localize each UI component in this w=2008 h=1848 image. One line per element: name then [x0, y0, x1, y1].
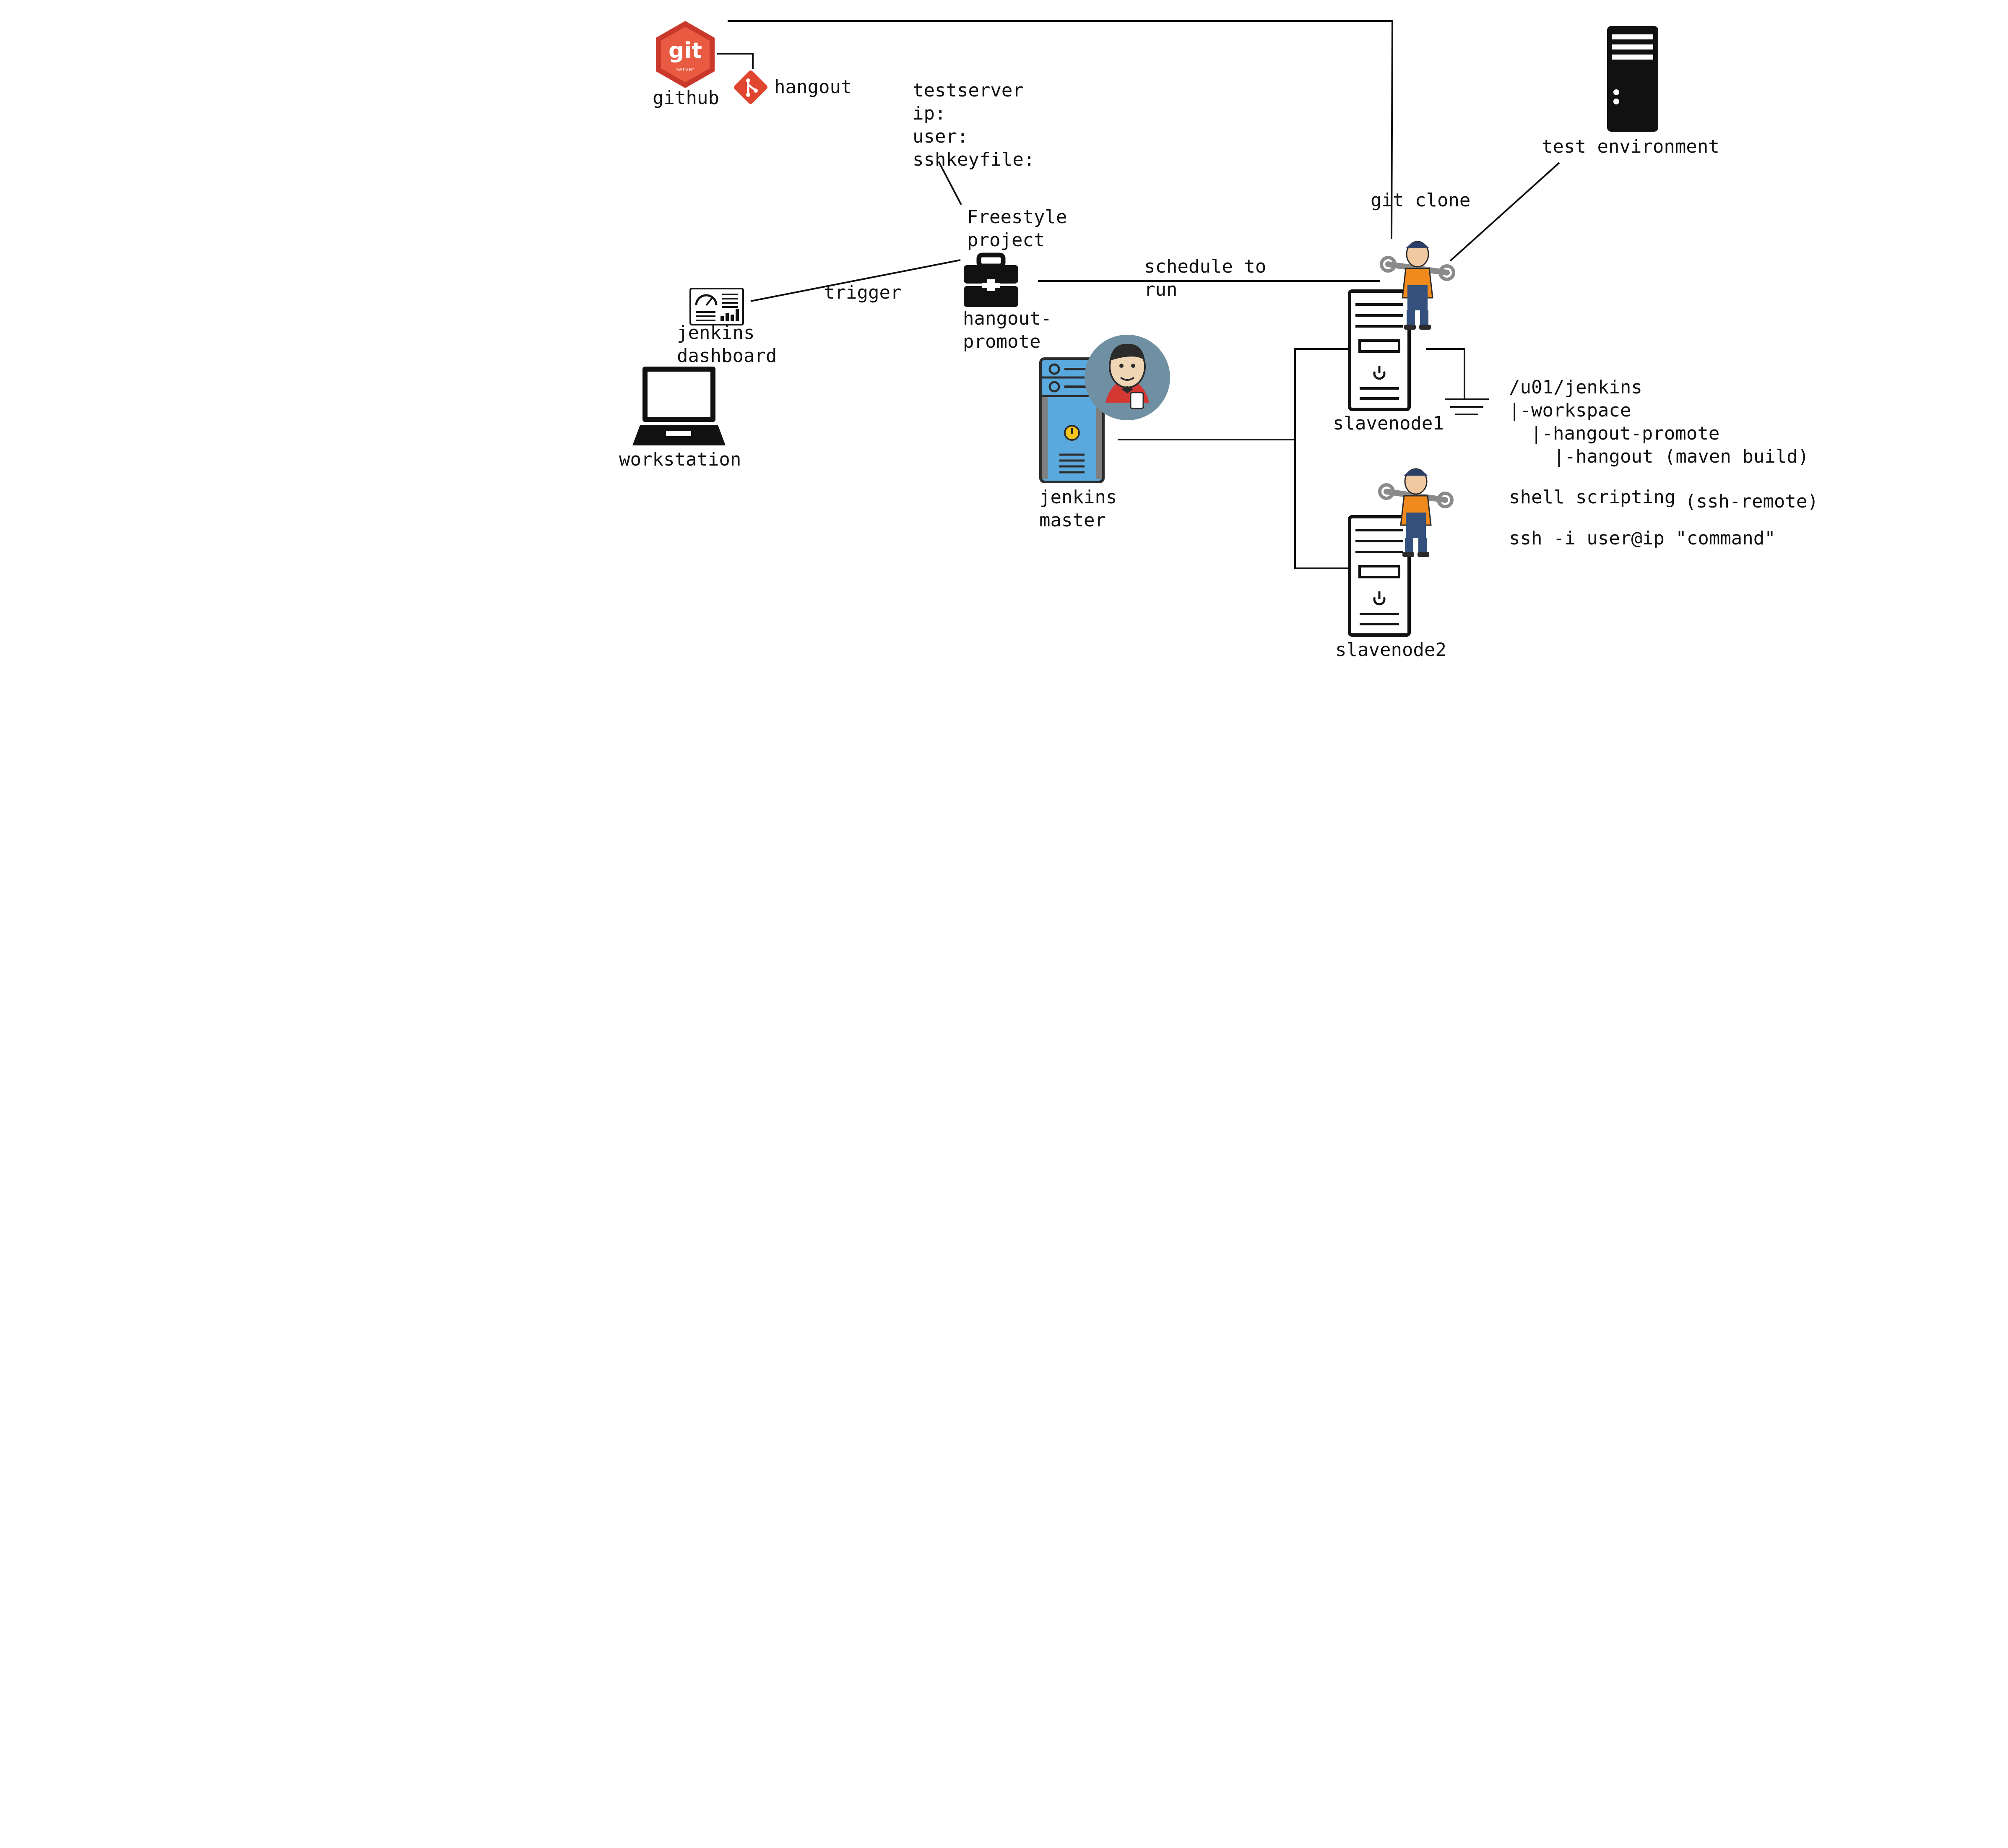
slave1-to-test-environment-line — [1449, 162, 1560, 262]
workstation-label: workstation — [619, 449, 741, 470]
svg-text:server: server — [676, 66, 695, 73]
test-environment-label: test environment — [1542, 136, 1719, 157]
jenkins-butler-icon — [1085, 335, 1170, 420]
testserver-to-freestyle-line — [938, 161, 962, 205]
trigger-label: trigger — [824, 282, 902, 303]
testserver-title: testserver — [913, 80, 1024, 101]
git-branch-icon — [734, 70, 767, 104]
freestyle-label-line2: project — [967, 229, 1045, 251]
dashboard-to-job-trigger-line — [750, 259, 961, 302]
ssh-remote-label: (ssh-remote) — [1685, 491, 1818, 512]
slavenode2-label: slavenode2 — [1335, 639, 1446, 661]
master-label-line1: jenkins — [1039, 487, 1117, 508]
slave1-to-ground-line — [1426, 348, 1465, 398]
slavenode1-label: slavenode1 — [1333, 413, 1444, 434]
master-label-line2: master — [1039, 510, 1106, 531]
test-server-icon — [1607, 26, 1658, 132]
dashboard-icon — [689, 288, 744, 325]
path-workspace: |-workspace — [1509, 400, 1631, 421]
dashboard-label-line2: dashboard — [677, 345, 777, 367]
path-root: /u01/jenkins — [1509, 377, 1642, 398]
dashboard-label-line1: jenkins — [677, 322, 755, 344]
freestyle-label-line1: Freestyle — [967, 206, 1067, 228]
worker-mechanic-icon-2 — [1378, 468, 1454, 557]
github-to-slave-git-clone-line — [728, 20, 1394, 239]
schedule-label-line1: schedule to — [1144, 256, 1267, 277]
job-label-line1: hangout- — [963, 308, 1052, 329]
path-job: |-hangout-promote — [1531, 423, 1720, 444]
job-label-line2: promote — [963, 331, 1041, 352]
ground-icon — [1445, 398, 1489, 415]
github-label: github — [653, 87, 719, 109]
laptop-icon — [632, 367, 726, 445]
ssh-command-label: ssh -i user@ip "command" — [1509, 528, 1776, 549]
worker-mechanic-icon — [1380, 241, 1455, 330]
toolbox-icon — [964, 252, 1018, 307]
svg-text:git: git — [668, 38, 702, 63]
connectors — [717, 20, 1560, 569]
testserver-sshkeyfile: sshkeyfile: — [913, 149, 1035, 170]
shell-scripting-label: shell scripting — [1509, 487, 1676, 508]
hangout-repo-label: hangout — [774, 76, 852, 98]
git-server-icon: git server — [656, 21, 715, 88]
testserver-user: user: — [913, 126, 968, 147]
server-tower-icon-2 — [1348, 515, 1411, 637]
server-tower-icon — [1348, 289, 1411, 411]
schedule-label-line2: run — [1144, 279, 1178, 300]
github-to-hangout-line — [717, 53, 754, 69]
master-to-slaves-line — [1118, 348, 1350, 569]
testserver-ip: ip: — [913, 103, 946, 124]
path-repo: |-hangout (maven build) — [1553, 446, 1809, 467]
git-clone-label: git clone — [1371, 190, 1471, 211]
